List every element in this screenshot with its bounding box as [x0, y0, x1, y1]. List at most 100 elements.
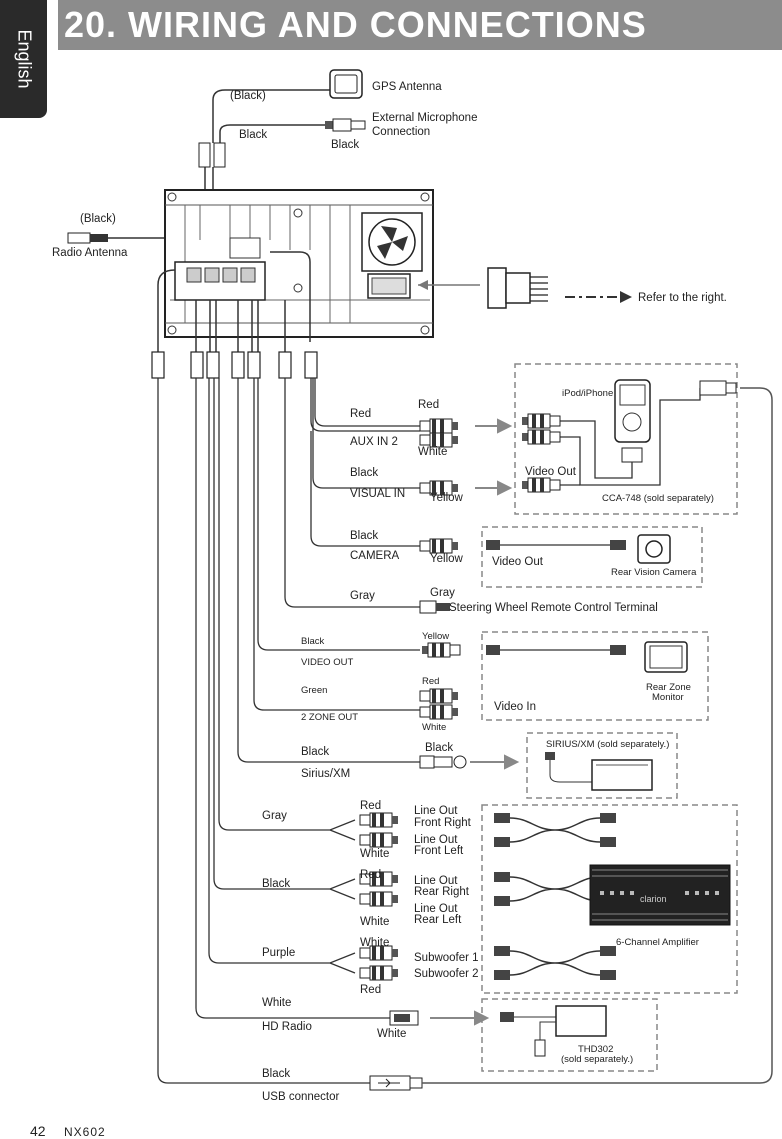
video-out-label-2: Video Out	[492, 556, 543, 568]
y-cable-front	[493, 812, 617, 848]
lineout-rr-label-2: Rear Right	[414, 886, 469, 898]
lineout-white-label: White	[360, 848, 390, 860]
lineout-fl-label-2: Front Left	[414, 845, 464, 857]
connection-arrows	[430, 418, 520, 1026]
lo-rl-plug	[359, 891, 399, 907]
monitor-cable	[486, 645, 626, 655]
sxm-tuner-icon	[545, 752, 653, 791]
accessory-boxes	[481, 363, 738, 1072]
visual-yellow-label: Yellow	[430, 492, 463, 504]
sxm-sold-label: SIRIUS/XM (sold separately.)	[546, 739, 670, 750]
page-title: 20. WIRING AND CONNECTIONS	[64, 4, 647, 45]
lo-fl-plug	[359, 832, 399, 848]
video-out-yellow-label: Yellow	[422, 631, 450, 642]
sxm-black-label-2: Black	[425, 742, 454, 754]
hd-radio-plug	[389, 1010, 419, 1026]
hd-radio-label: HD Radio	[262, 1021, 312, 1033]
lineout-fr-label: Line Out	[414, 805, 458, 817]
visual-black-label: Black	[350, 467, 379, 479]
amplifier-icon	[589, 864, 731, 926]
usb-plug-icon	[369, 1075, 423, 1091]
title-bar: 20. WIRING AND CONNECTIONS	[58, 0, 782, 50]
sxm-label: Sirius/XM	[301, 768, 351, 780]
ipod-label: iPod/iPhone	[562, 388, 614, 399]
thd302-sold-label: (sold separately.)	[561, 1054, 634, 1065]
camera-black-label: Black	[350, 530, 379, 542]
radio-antenna-plug	[67, 232, 178, 244]
sub2-plug	[359, 965, 399, 981]
lineout-rear-black-label: Black	[262, 878, 291, 890]
sub-purple-label: Purple	[262, 947, 296, 959]
ipod-usb-plug	[699, 380, 737, 396]
aux-white-label: White	[418, 446, 448, 458]
amplifier-label: 6-Channel Amplifier	[616, 937, 699, 948]
camera-plug	[419, 538, 459, 554]
power-harness-plug	[418, 267, 548, 309]
ext-mic-label: External Microphone	[372, 112, 478, 124]
zone-red-label: Red	[422, 676, 440, 687]
lineout-rl-label-2: Rear Left	[414, 914, 462, 926]
lineout-fr-label-2: Front Right	[414, 817, 471, 829]
lead-connectors	[151, 351, 318, 379]
lineout-rr-label: Line Out	[414, 875, 458, 887]
video-in-label: Video In	[494, 701, 536, 713]
lineout-red-label: Red	[360, 800, 382, 812]
video-out-black-label: Black	[301, 636, 325, 647]
aux-white-plug	[419, 432, 459, 448]
zone-green-label: Green	[301, 685, 328, 696]
rear-zone-label: Rear Zone	[646, 682, 691, 693]
subwoofer2-label: Subwoofer 2	[414, 968, 479, 980]
camera-label: CAMERA	[350, 550, 400, 562]
trunk-wires	[157, 378, 420, 1084]
aux-red-label-2: Red	[418, 399, 440, 411]
video-out-label-1: Video Out	[525, 466, 576, 478]
language-tab: English	[0, 0, 47, 118]
rear-camera-label: Rear Vision Camera	[611, 567, 697, 578]
steering-gray-label: Gray	[350, 590, 375, 602]
camera-cable	[486, 540, 626, 550]
gps-connector	[198, 142, 211, 168]
gps-antenna-icon	[329, 69, 363, 99]
zone-red-plug	[419, 688, 459, 704]
monitor-icon	[644, 641, 688, 673]
sxm-plug	[419, 755, 467, 769]
mic-connector	[213, 142, 226, 168]
zone-out-label: 2 ZONE OUT	[301, 712, 359, 723]
usb-connector-label: USB connector	[262, 1091, 340, 1103]
refer-arrow	[565, 291, 632, 303]
radio-antenna-label: Radio Antenna	[52, 247, 128, 259]
video-out-label: VIDEO OUT	[301, 657, 354, 668]
usb-black-label: Black	[262, 1068, 291, 1080]
lineout-rear-white-label: White	[360, 916, 390, 928]
mic-black-label-2: Black	[331, 139, 360, 151]
aux-red-plug	[419, 418, 459, 434]
lineout-gray-label: Gray	[262, 810, 287, 822]
lineout-fl-label: Line Out	[414, 834, 458, 846]
hd-white-label: White	[262, 997, 292, 1009]
head-unit-back	[164, 189, 434, 338]
harness-leads	[157, 251, 311, 352]
sub-white-label: White	[360, 937, 390, 949]
camera-icon	[637, 534, 671, 564]
visual-in-label: VISUAL IN	[350, 488, 406, 500]
mic-black-label: Black	[239, 129, 268, 141]
steering-gray-label-2: Gray	[430, 587, 455, 599]
lineout-rear-red-label: Red	[360, 869, 382, 881]
video-out-plug	[421, 642, 461, 658]
aux-red-label: Red	[350, 408, 372, 420]
ipod-video-plug	[521, 477, 561, 493]
cca-cable	[560, 388, 701, 486]
zone-white-label: White	[422, 722, 447, 733]
thd302-label: THD302	[578, 1044, 614, 1055]
camera-yellow-label: Yellow	[430, 553, 463, 565]
y-cable-sub	[493, 945, 617, 981]
refer-right-label: Refer to the right.	[638, 292, 727, 304]
sub-red-label: Red	[360, 984, 382, 996]
ipod-icon	[614, 379, 651, 463]
sxm-black-label: Black	[301, 746, 330, 758]
page-number: 42	[30, 1123, 46, 1139]
steering-terminal-label: Steering Wheel Remote Control Terminal	[449, 602, 658, 614]
gps-antenna-label: GPS Antenna	[372, 81, 442, 93]
usb-loop-cable	[422, 387, 773, 1084]
